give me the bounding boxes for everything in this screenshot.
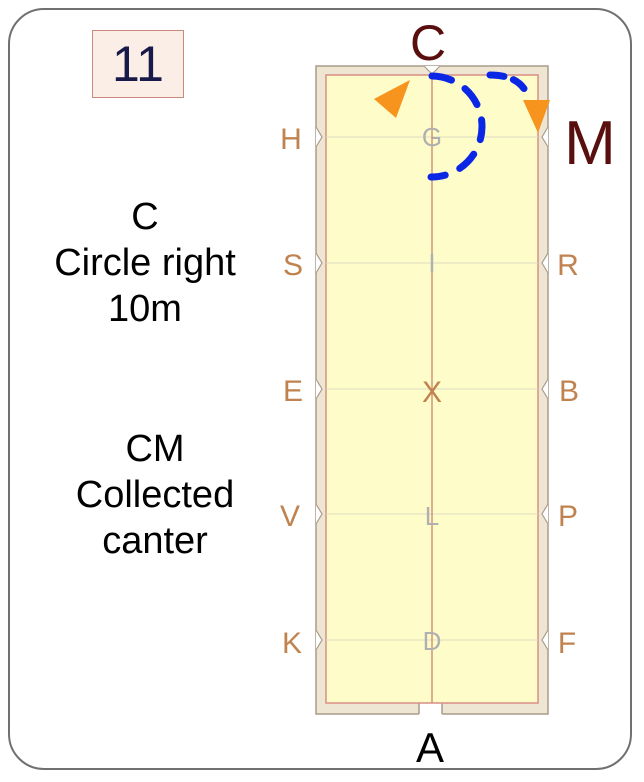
instruction-line: Collected: [75, 474, 235, 516]
centerline-letter-L: L: [425, 501, 439, 531]
arena-letter-R: R: [557, 249, 579, 282]
arena-letter-E: E: [283, 375, 303, 408]
marker-M: M: [564, 109, 616, 178]
direction-arrow-icon: [374, 80, 410, 118]
centerline-letter-I: I: [428, 248, 435, 278]
letter-notches: [315, 65, 549, 651]
arena-letter-B: B: [559, 375, 579, 408]
instruction-block-2: CM Collected canter: [30, 426, 280, 564]
arena-letter-F: F: [558, 627, 576, 660]
marker-C: C: [410, 15, 446, 71]
circle-right-path: [427, 72, 486, 181]
marker-A: A: [416, 724, 444, 771]
arena-letter-V: V: [280, 500, 300, 533]
instruction-block-1: C Circle right 10m: [20, 194, 270, 332]
track-right-path: [486, 71, 532, 100]
arena-letter-K: K: [282, 627, 302, 660]
direction-arrow-icon: [523, 100, 550, 133]
arena-letter-H: H: [280, 123, 302, 156]
instruction-line: 10m: [108, 288, 182, 330]
instruction-line: Circle right: [54, 242, 236, 284]
arena-letter-P: P: [558, 500, 578, 533]
entry-gap: [419, 700, 442, 716]
instruction-marker: CM: [125, 428, 185, 470]
instruction-marker: C: [131, 196, 159, 238]
test-number: 11: [92, 30, 184, 98]
centerline-letter-D: D: [423, 626, 442, 656]
instruction-line: canter: [102, 520, 208, 562]
arena-letter-S: S: [283, 249, 303, 282]
centerline-letter-X: X: [422, 376, 442, 409]
centerline-letter-G: G: [422, 122, 442, 152]
test-number-label: 11: [112, 36, 164, 92]
movement-path: [427, 71, 532, 181]
